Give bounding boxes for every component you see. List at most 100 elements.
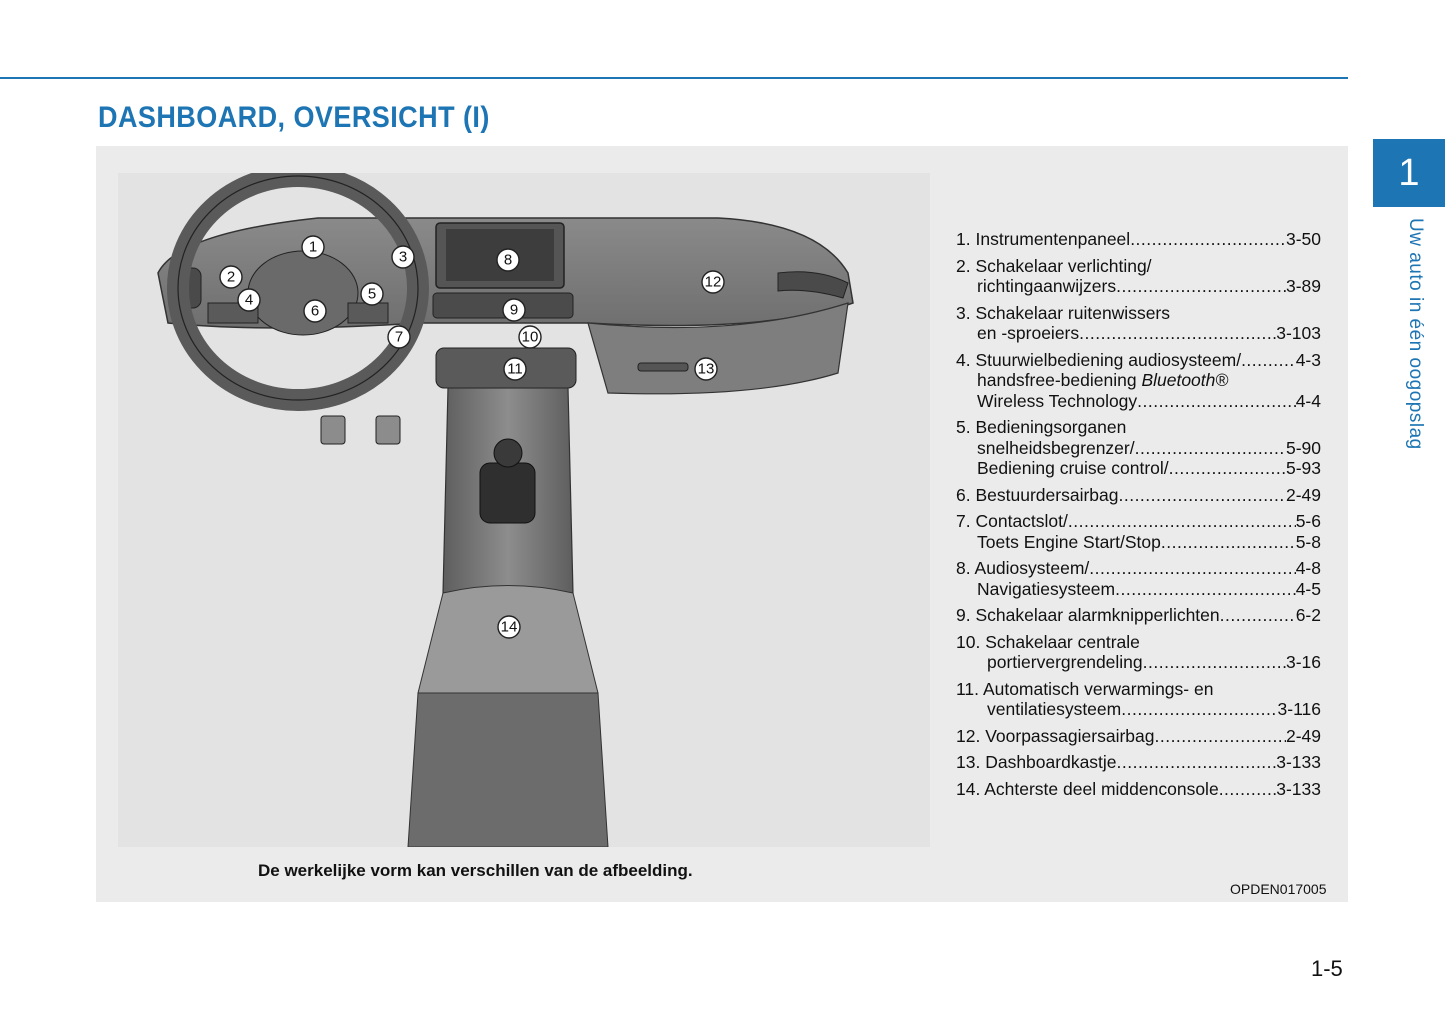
page-number: 1-5 (1311, 956, 1343, 981)
legend-page-ref[interactable]: 4-5 (1295, 578, 1321, 599)
legend-item: 6. Bestuurdersairbag 2-49 (956, 485, 1321, 506)
legend-page-ref[interactable]: 4-4 (1295, 390, 1321, 411)
legend-list: 1. Instrumentenpaneel3-50 2. Schakelaar v… (956, 229, 1321, 805)
legend-page-ref[interactable]: 2-49 (1285, 725, 1321, 746)
legend-line: 10. Schakelaar centrale (956, 632, 1321, 653)
leader-dots (1079, 323, 1276, 344)
legend-line: Bediening cruise control/ 5-93 (956, 458, 1321, 479)
svg-text:10: 10 (522, 329, 539, 346)
callout-13: 13 (694, 357, 718, 381)
legend-text: Dashboardkastje (985, 752, 1117, 772)
callout-1: 1 (301, 235, 325, 259)
callout-12: 12 (701, 270, 725, 294)
legend-page-ref[interactable]: 5-6 (1295, 511, 1321, 531)
legend-number: 7. (956, 511, 971, 531)
legend-number: 13. (956, 752, 981, 772)
legend-page-ref[interactable]: 5-93 (1285, 458, 1321, 478)
callout-4: 4 (237, 288, 261, 312)
legend-page-ref[interactable]: 3-103 (1276, 323, 1321, 343)
legend-number: 3. (956, 302, 971, 323)
callout-2: 2 (219, 265, 243, 289)
legend-number: 5. (956, 417, 971, 437)
legend-line: 4. Stuurwielbediening audiosysteem/ 4-3 (956, 350, 1321, 371)
legend-line: snelheidsbegrenzer/5-90 (956, 438, 1321, 459)
svg-text:12: 12 (705, 274, 722, 291)
legend-line: 12. Voorpassagiersairbag 2-49 (956, 726, 1321, 747)
leader-dots (1116, 276, 1286, 297)
legend-number: 2. (956, 255, 971, 276)
header-rule (0, 77, 1348, 79)
legend-item: 1. Instrumentenpaneel3-50 (956, 229, 1321, 250)
callout-14: 14 (497, 615, 521, 639)
legend-page-ref[interactable]: 3-50 (1285, 229, 1321, 249)
legend-page-ref[interactable]: 3-133 (1276, 752, 1321, 772)
leader-dots (1154, 726, 1285, 747)
leader-dots (1089, 558, 1295, 579)
legend-number: 11. (956, 678, 980, 699)
legend-page-ref[interactable]: 3-89 (1285, 276, 1321, 296)
callout-8: 8 (496, 248, 520, 272)
legend-page-ref[interactable]: 5-8 (1295, 531, 1321, 552)
dashboard-illustration: 1 2 3 4 5 6 7 8 9 10 11 12 13 14 (118, 165, 930, 848)
legend-text: portiervergrendeling (987, 652, 1143, 672)
callout-7: 7 (387, 325, 411, 349)
legend-line: 3. Schakelaar ruitenwissers (956, 303, 1321, 324)
legend-line: Navigatiesysteem 4-5 (956, 579, 1321, 600)
leader-dots (1121, 699, 1277, 720)
legend-text: Schakelaar alarmknipperlichten (975, 605, 1220, 625)
legend-page-ref[interactable]: 6-2 (1295, 605, 1321, 625)
legend-text: Stuurwielbediening audiosysteem/ (975, 349, 1242, 370)
legend-number: 14. (956, 778, 981, 799)
legend-text: Audiosysteem/ (974, 558, 1090, 578)
legend-number: 4. (956, 349, 971, 370)
svg-text:5: 5 (368, 286, 376, 303)
svg-text:2: 2 (227, 269, 235, 286)
legend-page-ref[interactable]: 2-49 (1285, 484, 1321, 505)
legend-text: richtingaanwijzers (977, 276, 1117, 296)
legend-item: 5. Bedieningsorganensnelheidsbegrenzer/5… (956, 417, 1321, 479)
legend-text: Contactslot/ (975, 511, 1068, 531)
callout-11: 11 (503, 357, 527, 381)
legend-page-ref[interactable]: 3-116 (1277, 699, 1321, 719)
legend-text: Voorpassagiersairbag (985, 725, 1155, 746)
chapter-title: Uw auto in één oogopslag (1405, 218, 1426, 450)
legend-number: 10. (956, 631, 981, 652)
legend-item: 2. Schakelaar verlichting/richtingaanwij… (956, 256, 1321, 297)
legend-page-ref[interactable]: 3-133 (1276, 778, 1321, 799)
chapter-tab[interactable]: 1 (1373, 139, 1445, 207)
page-title: DASHBOARD, OVERSICHT (I) (98, 101, 490, 134)
figure-code: OPDEN017005 (1230, 881, 1327, 897)
legend-item: 12. Voorpassagiersairbag 2-49 (956, 726, 1321, 747)
callout-3: 3 (391, 245, 415, 269)
legend-text: Navigatiesysteem (977, 578, 1116, 599)
leader-dots (1241, 350, 1296, 371)
legend-text: Schakelaar ruitenwissers (975, 302, 1171, 323)
legend-line: Wireless Technology 4-4 (956, 391, 1321, 412)
leader-dots (1135, 438, 1286, 459)
svg-text:1: 1 (309, 239, 317, 256)
svg-text:3: 3 (399, 249, 407, 266)
legend-text: Bedieningsorganen (975, 417, 1127, 437)
callout-5: 5 (360, 282, 384, 306)
svg-text:7: 7 (395, 329, 403, 346)
figure-caption: De werkelijke vorm kan verschillen van d… (258, 861, 693, 880)
legend-page-ref[interactable]: 4-3 (1295, 349, 1321, 370)
legend-page-ref[interactable]: 5-90 (1285, 437, 1321, 458)
svg-text:11: 11 (507, 361, 523, 378)
legend-text: Wireless Technology (977, 390, 1138, 411)
legend-text: Automatisch verwarmings- en (982, 678, 1214, 699)
leader-dots (1143, 652, 1286, 673)
legend-page-ref[interactable]: 3-16 (1285, 652, 1321, 672)
legend-number: 8. (956, 558, 971, 578)
legend-line: 2. Schakelaar verlichting/ (956, 256, 1321, 277)
legend-text: en -sproeiers (977, 323, 1080, 343)
legend-item: 13. Dashboardkastje 3-133 (956, 752, 1321, 773)
legend-text: Schakelaar verlichting/ (975, 255, 1152, 276)
legend-page-ref[interactable]: 4-8 (1295, 558, 1321, 578)
svg-text:9: 9 (510, 302, 518, 319)
legend-line: portiervergrendeling 3-16 (956, 652, 1321, 673)
leader-dots (1118, 485, 1285, 506)
